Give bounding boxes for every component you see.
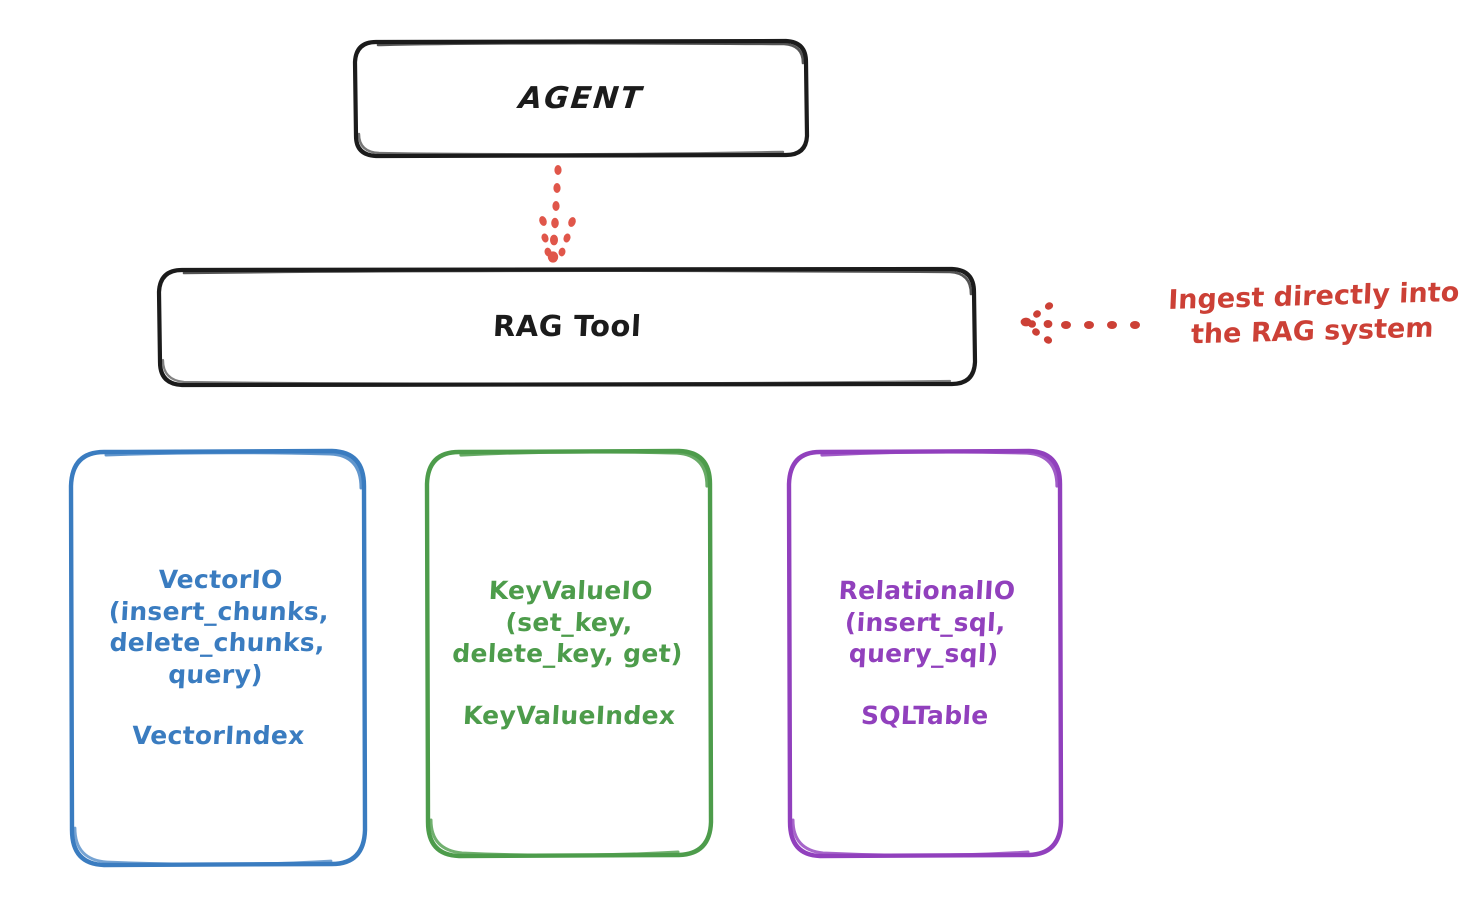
ingest-to-rag-connector (1020, 302, 1140, 344)
key-value-io-api-label: KeyValueIO (set_key, delete_key, get) (451, 576, 684, 668)
relational-io-box-outline (786, 448, 1064, 859)
vector-io-api-label: VectorIO (insert_chunks, delete_chunks, … (108, 565, 330, 689)
rag-tool-label: RAG Tool (491, 309, 643, 344)
key-value-index-label: KeyValueIndex (462, 700, 676, 730)
agent-node[interactable]: AGENT (355, 40, 807, 156)
relational-io-node[interactable]: RelationalIO (insert_sql, query_sql) SQL… (789, 450, 1061, 856)
vector-io-box-outline (68, 448, 368, 868)
agent-box-outline (352, 38, 810, 159)
key-value-io-node[interactable]: KeyValueIO (set_key, delete_key, get) Ke… (427, 450, 711, 856)
vector-io-node[interactable]: VectorIO (insert_chunks, delete_chunks, … (70, 450, 366, 866)
rag-tool-box-outline (156, 266, 978, 388)
agent-label: AGENT (517, 80, 645, 116)
rag-tool-node[interactable]: RAG Tool (158, 268, 976, 386)
relational-io-api-label: RelationalIO (insert_sql, query_sql) (837, 576, 1016, 668)
sql-table-label: SQLTable (860, 700, 990, 730)
vector-index-label: VectorIndex (130, 721, 306, 751)
agent-to-rag-connector (539, 165, 576, 263)
ingest-annotation-text: Ingest directly into the RAG system (1167, 276, 1460, 351)
key-value-io-box-outline (424, 448, 714, 859)
